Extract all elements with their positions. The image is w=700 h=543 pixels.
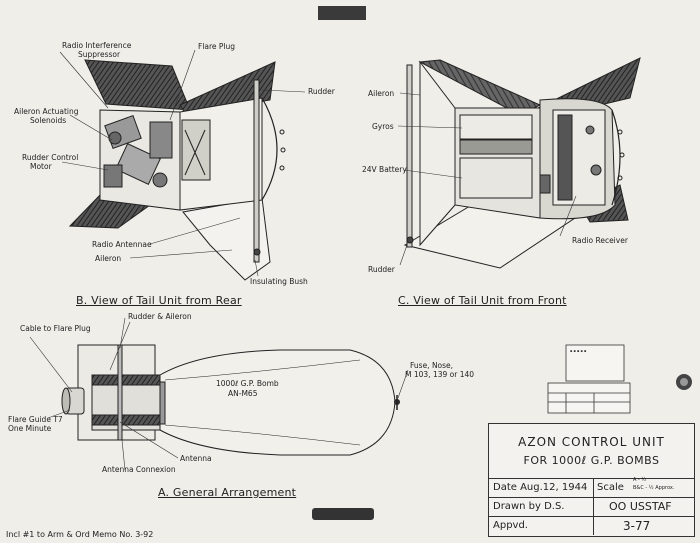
label-gyros: Gyros	[372, 122, 394, 131]
label-antenna-connexion: Antenna Connexion	[102, 465, 176, 474]
date-cell: Date Aug.12, 1944	[493, 482, 588, 493]
label-radio-antennae: Radio Antennae	[92, 240, 152, 249]
view-b-tail-rear	[68, 59, 286, 281]
label-fuse-line2: M 103, 139 or 140	[405, 370, 475, 379]
label-bomb-line1: 1000ℓ G.P. Bomb	[216, 379, 279, 388]
tape-mark-bottom	[312, 508, 374, 520]
label-aileron-b: Aileron	[95, 254, 122, 263]
bomb-body	[159, 349, 396, 456]
title-row-date: Date Aug.12, 1944 Scale A - ½ B&C - ½ Ap…	[489, 477, 694, 497]
label-radio-receiver: Radio Receiver	[572, 236, 628, 245]
label-motor: Motor	[30, 162, 52, 171]
label-rudder-aileron: Rudder & Aileron	[128, 312, 192, 321]
appvd-cell: Appvd.	[493, 520, 528, 531]
caption-view-b: B. View of Tail Unit from Rear	[76, 294, 242, 307]
footer-note: Incl #1 to Arm & Ord Memo No. 3-92	[6, 530, 154, 539]
stamp-text: ▪ ▪ ▪ ▪ ▪	[570, 349, 587, 353]
leaders-b	[59, 49, 306, 277]
label-flare-guide: Flare Guide T7	[8, 415, 63, 424]
drawn-by-cell: Drawn by D.S.	[493, 501, 565, 512]
label-bomb-line2: AN-M65	[228, 389, 258, 398]
label-flare-plug: Flare Plug	[198, 42, 236, 51]
label-aileron-actuating: Aileron Actuating	[14, 107, 79, 116]
label-cable-flare: Cable to Flare Plug	[20, 324, 91, 333]
view-a-general-arrangement	[61, 344, 400, 456]
title-row-drawn: Drawn by D.S. OO USSTAF	[489, 497, 694, 516]
leaders-a	[29, 317, 409, 471]
view-c-tail-front	[403, 57, 641, 269]
label-rudder-c: Rudder	[368, 265, 395, 274]
scale-note-1: A - ½	[633, 477, 647, 483]
approval-stamp	[547, 344, 631, 414]
title-row-appvd: Appvd. 3-77	[489, 516, 694, 535]
label-insulating-bush: Insulating Bush	[250, 277, 308, 286]
scale-cell: Scale	[597, 482, 624, 493]
label-rudder-b: Rudder	[308, 87, 335, 96]
label-rudder-control: Rudder Control	[22, 153, 79, 162]
tape-mark-top	[318, 6, 366, 20]
org-cell: OO USSTAF	[609, 500, 672, 513]
caption-view-a: A. General Arrangement	[158, 486, 297, 499]
title-block: AZON CONTROL UNIT FOR 1000ℓ G.P. BOMBS D…	[488, 423, 695, 537]
fin-upper-left	[84, 59, 191, 111]
label-antenna: Antenna	[180, 454, 212, 463]
label-suppressor: Suppressor	[78, 50, 121, 59]
leaders-c	[397, 92, 577, 266]
label-one-minute: One Minute	[8, 424, 52, 433]
label-fuse-line1: Fuse, Nose,	[410, 361, 454, 370]
label-radio-interference: Radio Interference	[62, 41, 132, 50]
label-aileron-c: Aileron	[368, 89, 395, 98]
scale-note-2: B&C - ½ Approx.	[633, 485, 675, 491]
caption-view-c: C. View of Tail Unit from Front	[398, 294, 567, 307]
label-solenoids: Solenoids	[30, 116, 67, 125]
label-battery: 24V Battery	[362, 165, 407, 174]
title-line2: FOR 1000ℓ G.P. BOMBS	[523, 454, 660, 467]
sheet-number: 3-77	[623, 519, 651, 533]
title-line1: AZON CONTROL UNIT	[518, 435, 665, 449]
